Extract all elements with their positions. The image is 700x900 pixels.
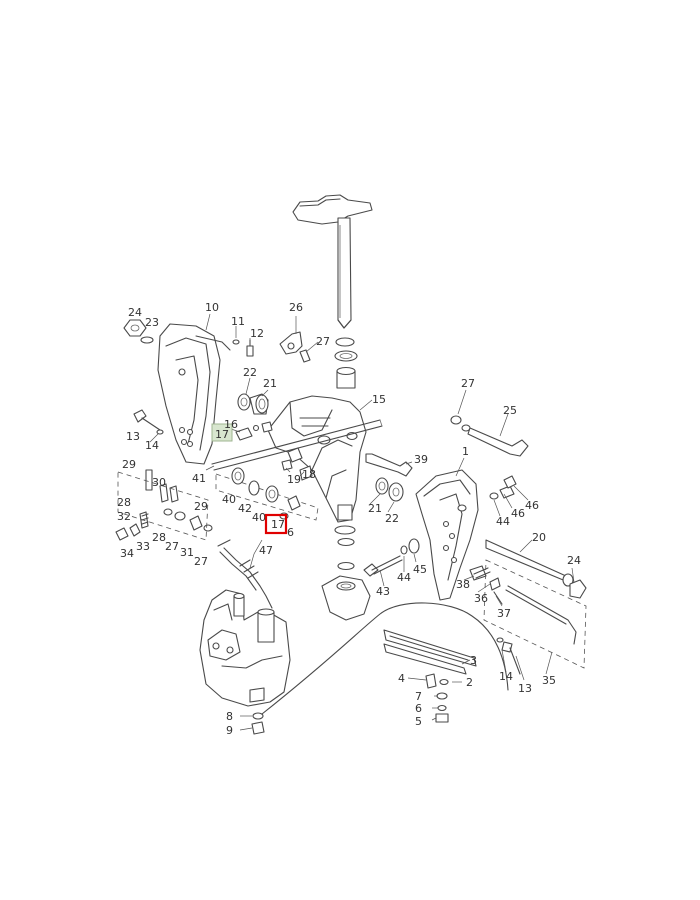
- callout-45: 45: [413, 563, 427, 576]
- callout-33: 33: [136, 540, 150, 553]
- callout-40: 40: [252, 511, 266, 524]
- callout-34: 34: [120, 547, 134, 560]
- callout-27: 27: [165, 540, 179, 553]
- lower-mount: [321, 525, 371, 621]
- callout-39: 39: [414, 453, 428, 466]
- group-frame-35: [483, 559, 587, 669]
- bolts-8-9: [251, 712, 265, 735]
- callout-44: 44: [496, 515, 510, 528]
- callout-20: 20: [532, 531, 546, 544]
- callout-35: 35: [542, 674, 556, 687]
- callout-2: 2: [466, 676, 473, 689]
- callout-27: 27: [194, 555, 208, 568]
- callout-31: 31: [180, 546, 194, 559]
- rod-35: [505, 585, 577, 645]
- callout-30: 30: [152, 476, 166, 489]
- bushes-40-42: [231, 467, 301, 520]
- callout-14: 14: [145, 439, 159, 452]
- callout-38: 38: [456, 578, 470, 591]
- swivel-bracket: [267, 395, 367, 523]
- selection-box: [264, 513, 288, 535]
- tilt-tube-20: [485, 539, 587, 599]
- callout-10: 10: [205, 301, 219, 314]
- callout-17-selected: 17: [271, 518, 285, 531]
- callout-8: 8: [226, 710, 233, 723]
- callout-5: 5: [415, 715, 422, 728]
- bolt-43-group: [363, 538, 420, 577]
- callout-24: 24: [567, 554, 581, 567]
- callout-28: 28: [117, 496, 131, 509]
- callout-18: 18: [302, 468, 316, 481]
- callout-27: 27: [316, 335, 330, 348]
- callout-6: 6: [415, 702, 422, 715]
- callout-23: 23: [145, 316, 159, 329]
- leader-lines: [149, 313, 575, 731]
- callout-26: 26: [289, 301, 303, 314]
- callout-42: 42: [238, 502, 252, 515]
- callout-16: 16: [224, 418, 238, 431]
- callout-24: 24: [128, 306, 142, 319]
- callout-labels: 24 23 10 11 12 26 27 22 21 15 27 25 13 1…: [117, 301, 581, 737]
- callout-46: 46: [511, 507, 525, 520]
- tilt-lever-25: [450, 415, 529, 457]
- parts-28-34: [115, 469, 213, 541]
- bolt-13-left: [133, 409, 164, 435]
- callout-14: 14: [499, 670, 513, 683]
- group-frame-40-42: [215, 473, 319, 521]
- bushes-21-22-left: [237, 393, 269, 415]
- callout-36: 36: [474, 592, 488, 605]
- callout-22: 22: [385, 512, 399, 525]
- callout-13: 13: [126, 430, 140, 443]
- callout-3: 3: [470, 654, 477, 667]
- steering-shaft: [292, 194, 373, 329]
- power-trim-unit: [199, 589, 291, 707]
- bushes-21-22-right: [375, 477, 404, 502]
- callout-37: 37: [497, 607, 511, 620]
- callout-21: 21: [263, 377, 277, 390]
- left-clamp-bracket: [157, 323, 231, 465]
- callout-22: 22: [243, 366, 257, 379]
- callout-40: 40: [222, 493, 236, 506]
- plate-26: [279, 331, 311, 363]
- callout-12: 12: [250, 327, 264, 340]
- callout-7: 7: [415, 690, 422, 703]
- callout-29: 29: [122, 458, 136, 471]
- callout-46: 46: [525, 499, 539, 512]
- callout-28: 28: [152, 531, 166, 544]
- callout-32: 32: [117, 510, 131, 523]
- callout-47: 47: [259, 544, 273, 557]
- nut-24-top-left: [123, 319, 154, 344]
- callout-17: 17: [215, 428, 229, 441]
- callout-6: 6: [287, 526, 294, 539]
- callout-13: 13: [518, 682, 532, 695]
- callout-1: 1: [462, 445, 469, 458]
- bolt-39: [365, 453, 413, 477]
- callout-15: 15: [372, 393, 386, 406]
- right-clamp-bracket: [415, 469, 479, 601]
- callout-27: 27: [461, 377, 475, 390]
- hose-47: [217, 539, 273, 609]
- bolts-4-to-7: [425, 673, 449, 723]
- callout-21: 21: [368, 502, 382, 515]
- bolt-13-right: [496, 637, 521, 675]
- callout-43: 43: [376, 585, 390, 598]
- callout-19: 19: [287, 473, 301, 486]
- pin-16-17: [235, 421, 273, 441]
- parts-18-19: [281, 447, 313, 481]
- anode-plate-3: [383, 629, 477, 675]
- callout-44: 44: [397, 571, 411, 584]
- callout-9: 9: [226, 724, 233, 737]
- trim-hose-line: [261, 602, 509, 715]
- callout-4: 4: [398, 672, 405, 685]
- parts-44-46: [489, 475, 517, 500]
- callout-11: 11: [231, 315, 245, 328]
- callout-29: 29: [194, 500, 208, 513]
- callout-41: 41: [192, 472, 206, 485]
- callout-highlight-box: [211, 423, 233, 442]
- callout-25: 25: [503, 404, 517, 417]
